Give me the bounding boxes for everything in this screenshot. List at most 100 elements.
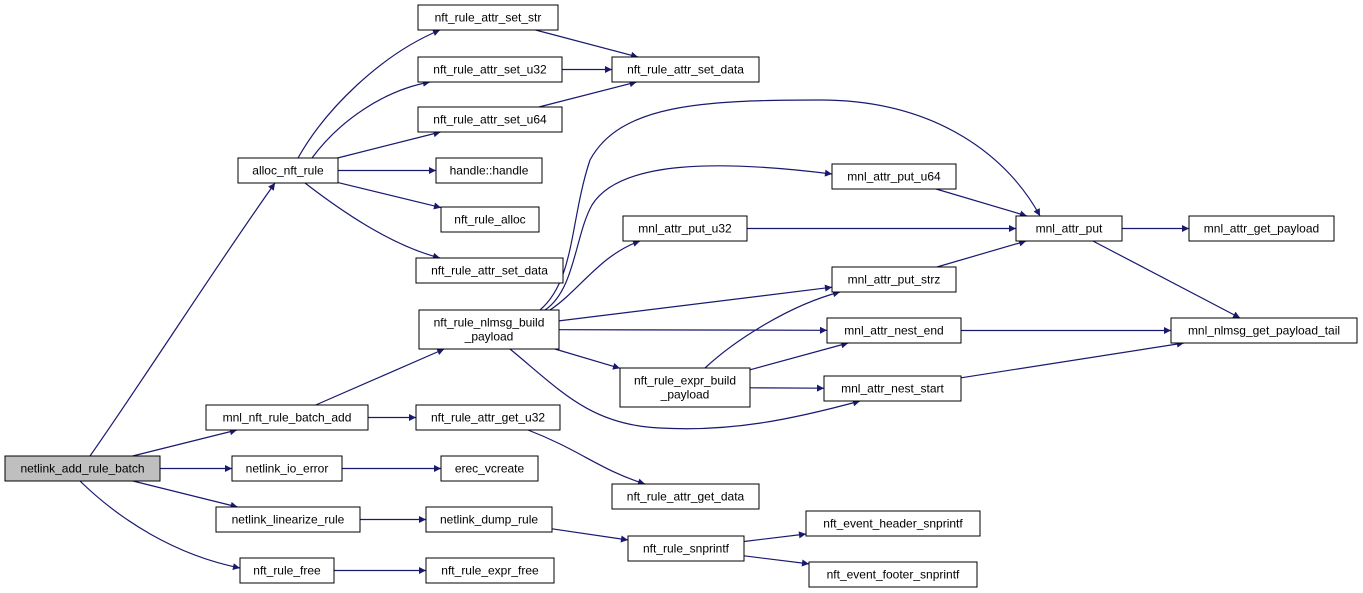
node-label: erec_vcreate (455, 462, 525, 476)
node-label: alloc_nft_rule (252, 164, 324, 178)
node-mnl_nlmsg_get_payload_tail[interactable]: mnl_nlmsg_get_payload_tail (1170, 317, 1358, 344)
node-label: mnl_attr_put_strz (848, 273, 941, 287)
node-root[interactable]: netlink_add_rule_batch (4, 455, 161, 482)
node-nft_rule_expr_free[interactable]: nft_rule_expr_free (425, 557, 555, 584)
node-nft_rule_nlmsg_build_payload[interactable]: nft_rule_nlmsg_build_payload (418, 309, 560, 350)
node-box (627, 535, 745, 562)
node-box (417, 106, 563, 133)
node-nft_rule_snprintf[interactable]: nft_rule_snprintf (627, 535, 745, 562)
node-label: nft_rule_nlmsg_build (434, 316, 545, 330)
edge-nft_rule_nlmsg_build_payload-to-mnl_attr_nest_end (558, 326, 828, 334)
node-nft_event_header_snprintf[interactable]: nft_event_header_snprintf (805, 510, 981, 537)
node-alloc_nft_rule[interactable]: alloc_nft_rule (237, 157, 339, 184)
node-label: nft_rule_attr_set_u32 (433, 63, 547, 77)
edge-mnl_attr_nest_start-to-mnl_nlmsg_get_payload_tail (960, 340, 1184, 379)
node-nft_rule_attr_set_data_a[interactable]: nft_rule_attr_set_data (611, 56, 760, 83)
node-label: handle::handle (450, 164, 529, 178)
node-nft_rule_attr_set_data_b[interactable]: nft_rule_attr_set_data (415, 257, 564, 284)
edge-nft_rule_nlmsg_build_payload-to-mnl_attr_nest_start (509, 348, 861, 430)
node-label: nft_event_footer_snprintf (827, 568, 960, 582)
node-box (415, 404, 561, 431)
edge-alloc_nft_rule-to-nft_rule_attr_set_data_b (304, 182, 441, 260)
node-box (215, 506, 361, 533)
node-box (435, 157, 543, 184)
edge-alloc_nft_rule-to-nft_rule_alloc (337, 182, 442, 210)
node-nft_event_footer_snprintf[interactable]: nft_event_footer_snprintf (808, 561, 978, 588)
node-label: nft_rule_expr_build (634, 374, 736, 388)
node-label: nft_rule_expr_free (441, 564, 539, 578)
node-label: nft_rule_free (253, 564, 321, 578)
node-box (440, 455, 539, 482)
edge-root-to-mnl_nft_rule_batch_add (132, 428, 238, 457)
node-mnl_attr_put[interactable]: mnl_attr_put (1015, 215, 1123, 242)
node-box (417, 56, 563, 83)
node-mnl_attr_put_u32[interactable]: mnl_attr_put_u32 (622, 215, 748, 242)
node-box (440, 206, 540, 233)
node-box (231, 455, 343, 482)
node-mnl_nft_rule_batch_add[interactable]: mnl_nft_rule_batch_add (205, 404, 369, 431)
node-label: mnl_attr_nest_end (844, 324, 943, 338)
node-erec_vcreate[interactable]: erec_vcreate (440, 455, 539, 482)
node-mnl_attr_put_u64[interactable]: mnl_attr_put_u64 (831, 163, 957, 190)
node-box (805, 510, 981, 537)
edge-mnl_attr_put-to-mnl_nlmsg_get_payload_tail (1092, 240, 1241, 319)
edge-nft_rule_snprintf-to-nft_event_header_snprintf (743, 531, 807, 543)
node-box (1170, 317, 1358, 344)
node-box (237, 157, 339, 184)
node-nft_rule_free[interactable]: nft_rule_free (239, 557, 335, 584)
node-nft_rule_attr_set_u32[interactable]: nft_rule_attr_set_u32 (417, 56, 563, 83)
node-mnl_attr_put_strz[interactable]: mnl_attr_put_strz (831, 266, 957, 293)
node-nft_rule_expr_build_payload[interactable]: nft_rule_expr_build_payload (619, 367, 751, 408)
node-label: mnl_nlmsg_get_payload_tail (1188, 324, 1340, 338)
edge-nft_rule_attr_set_str-to-nft_rule_attr_set_data_a (535, 29, 639, 59)
edge-nft_rule_snprintf-to-nft_event_footer_snprintf (743, 555, 810, 567)
node-label: nft_rule_attr_get_u32 (431, 411, 545, 425)
edge-nft_rule_nlmsg_build_payload-to-mnl_attr_put_u32 (549, 240, 641, 311)
edge-mnl_nft_rule_batch_add-to-nft_rule_nlmsg_build_payload (315, 348, 445, 406)
node-nft_rule_attr_set_u64[interactable]: nft_rule_attr_set_u64 (417, 106, 563, 133)
node-label: mnl_attr_put_u32 (638, 222, 732, 236)
edge-root-to-alloc_nft_rule (89, 182, 276, 457)
node-mnl_attr_nest_end[interactable]: mnl_attr_nest_end (826, 317, 962, 344)
node-box (823, 375, 962, 402)
edges-layer (79, 29, 1241, 574)
node-nft_rule_attr_set_str[interactable]: nft_rule_attr_set_str (417, 4, 559, 31)
edge-nft_rule_nlmsg_build_payload-to-mnl_attr_put_u64 (544, 165, 833, 311)
edge-mnl_attr_put_u64-to-mnl_attr_put (935, 188, 1028, 218)
edge-nft_rule_nlmsg_build_payload-to-mnl_attr_put (539, 99, 1041, 311)
node-netlink_dump_rule[interactable]: netlink_dump_rule (425, 506, 553, 533)
edge-nft_rule_expr_build_payload-to-mnl_attr_put_strz (704, 290, 841, 369)
node-box (425, 506, 553, 533)
node-box (417, 4, 559, 31)
node-box (831, 266, 957, 293)
node-label: netlink_linearize_rule (232, 513, 345, 527)
edge-nft_rule_nlmsg_build_payload-to-nft_rule_expr_build_payload (554, 348, 621, 370)
edge-mnl_attr_put_strz-to-mnl_attr_put (936, 239, 1027, 268)
edge-nft_rule_attr_set_u64-to-nft_rule_attr_set_data_a (538, 80, 637, 108)
node-label: _payload (660, 388, 710, 402)
edge-netlink_dump_rule-to-nft_rule_snprintf (551, 528, 629, 543)
nodes-layer: netlink_add_rule_batch alloc_nft_rule mnl_… (4, 4, 1358, 588)
node-netlink_linearize_rule[interactable]: netlink_linearize_rule (215, 506, 361, 533)
node-label: nft_rule_attr_set_str (435, 11, 542, 25)
node-box (1188, 215, 1335, 242)
node-label: nft_event_header_snprintf (823, 517, 963, 531)
node-box (418, 309, 560, 350)
node-nft_rule_alloc[interactable]: nft_rule_alloc (440, 206, 540, 233)
edge-root-to-nft_rule_free (79, 480, 241, 571)
node-label: nft_rule_attr_set_u64 (433, 113, 547, 127)
node-label: mnl_attr_put_u64 (847, 170, 941, 184)
node-box (4, 455, 161, 482)
node-mnl_attr_get_payload[interactable]: mnl_attr_get_payload (1188, 215, 1335, 242)
node-nft_rule_attr_get_u32[interactable]: nft_rule_attr_get_u32 (415, 404, 561, 431)
node-box (205, 404, 369, 431)
node-netlink_io_error[interactable]: netlink_io_error (231, 455, 343, 482)
node-nft_rule_attr_get_data[interactable]: nft_rule_attr_get_data (611, 483, 760, 510)
node-box (831, 163, 957, 190)
node-handle_handle[interactable]: handle::handle (435, 157, 543, 184)
node-label: nft_rule_attr_get_data (627, 490, 745, 504)
node-label: nft_rule_snprintf (643, 542, 730, 556)
node-label: netlink_add_rule_batch (20, 462, 144, 476)
node-mnl_attr_nest_start[interactable]: mnl_attr_nest_start (823, 375, 962, 402)
